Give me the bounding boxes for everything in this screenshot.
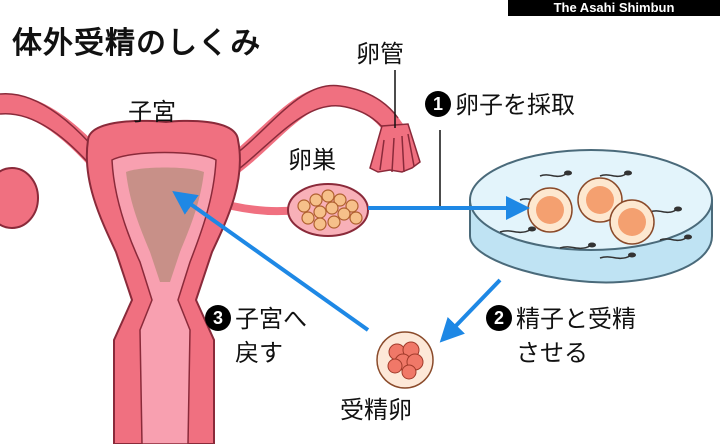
eggs xyxy=(527,177,655,245)
step-2: 2 精子と受精 させる xyxy=(486,302,636,370)
arrow-dish-to-zygote xyxy=(439,278,502,343)
left-ovary xyxy=(0,167,39,229)
step-2-text-line2: させる xyxy=(516,339,588,367)
credit-banner: The Asahi Shimbun xyxy=(508,0,720,16)
step-2-badge: 2 xyxy=(486,305,512,331)
step-1-text: 卵子を採取 xyxy=(455,91,575,119)
step-2-text-line1: 精子と受精 xyxy=(516,305,636,333)
step-3: 3 子宮へ 戻す xyxy=(205,302,307,370)
label-zygote: 受精卵 xyxy=(340,396,412,424)
arrow-zygote-to-uterus xyxy=(172,191,370,332)
petri-dish xyxy=(469,149,713,284)
step-3-text-line1: 子宮へ xyxy=(235,305,307,333)
label-ovary: 卵巣 xyxy=(288,146,336,174)
step-3-text-line2: 戻す xyxy=(235,339,283,367)
right-ovary xyxy=(287,183,369,237)
label-oviduct: 卵管 xyxy=(356,40,404,68)
right-oviduct xyxy=(216,85,405,180)
step-1-badge: 1 xyxy=(425,91,451,117)
label-uterus: 子宮 xyxy=(128,98,176,126)
step-3-badge: 3 xyxy=(205,305,231,331)
step-1: 1 卵子を採取 xyxy=(425,88,575,122)
fimbriae xyxy=(369,123,421,173)
diagram-title: 体外受精のしくみ xyxy=(12,26,262,61)
zygote-cell xyxy=(376,331,434,389)
